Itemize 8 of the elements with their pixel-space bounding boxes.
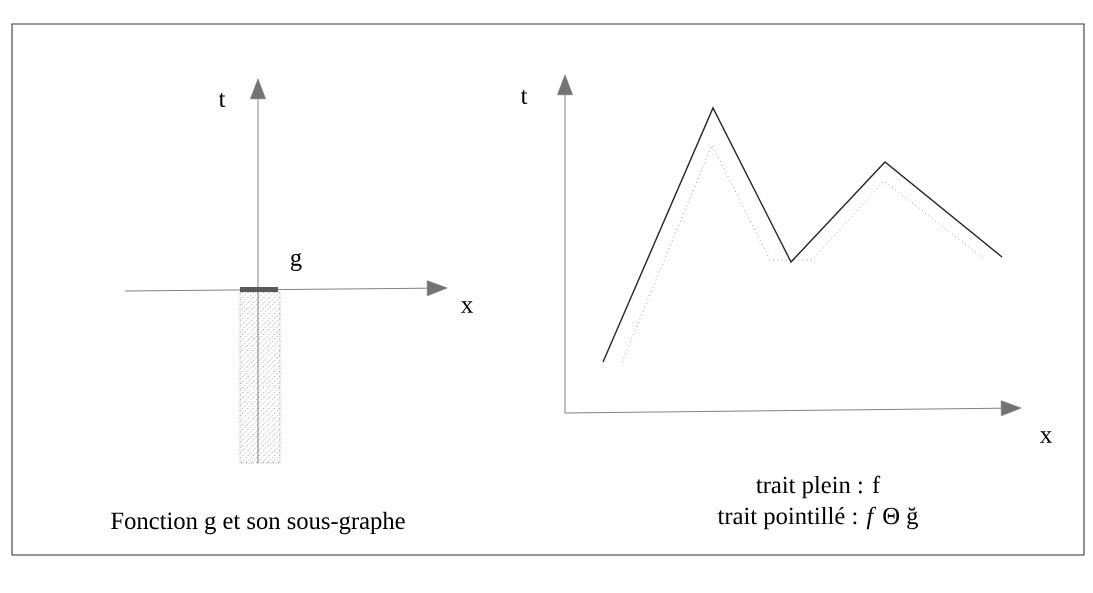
caption: Fonction g et son sous-graphe	[111, 511, 405, 535]
axis-label: t	[520, 89, 528, 105]
axis-label: x	[1040, 431, 1052, 443]
legend-note: trait pointillé : f Θ ğ	[717, 506, 918, 530]
axis-label: x	[461, 301, 473, 313]
legend-note: trait plein : f	[756, 475, 881, 499]
function-label: g	[290, 253, 302, 271]
axis-label: t	[218, 92, 226, 108]
